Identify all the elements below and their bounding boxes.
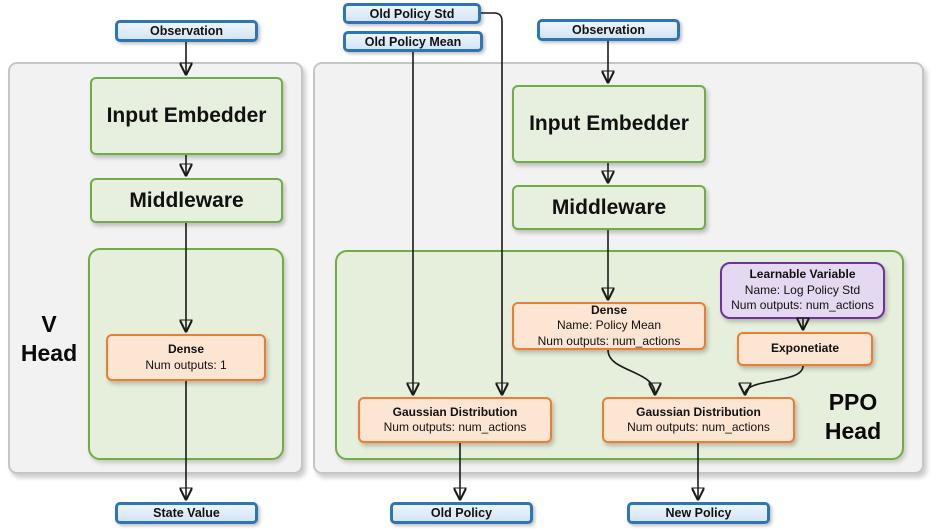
ppo-dense-title: Dense <box>590 302 628 317</box>
ppo-input-embedder-label: Input Embedder <box>529 112 689 135</box>
ppo-observation-label: Observation <box>572 23 645 37</box>
gaussian-new-outputs: Num outputs: num_actions <box>627 420 770 434</box>
v-middleware-node: Middleware <box>90 178 283 223</box>
v-input-embedder-node: Input Embedder <box>90 77 283 155</box>
ppo-middleware-node: Middleware <box>512 185 706 230</box>
old-policy-mean-node: Old Policy Mean <box>343 31 483 52</box>
v-head-label-line1: V <box>41 311 57 337</box>
v-observation-label: Observation <box>150 24 223 38</box>
ppo-dense-name: Name: Policy Mean <box>556 318 662 333</box>
state-value-label: State Value <box>153 506 220 520</box>
old-policy-std-node: Old Policy Std <box>343 3 481 24</box>
ppo-head-label: PPO Head <box>810 388 896 446</box>
gaussian-new-title: Gaussian Distribution <box>636 404 761 419</box>
state-value-node: State Value <box>115 502 258 524</box>
gaussian-distribution-old-node: Gaussian Distribution Num outputs: num_a… <box>358 397 552 443</box>
v-head-label: V Head <box>6 310 92 368</box>
new-policy-output-label: New Policy <box>665 506 732 520</box>
ppo-head-label-line2: Head <box>824 417 882 444</box>
v-head-label-line2: Head <box>20 339 78 366</box>
v-input-embedder-label: Input Embedder <box>106 104 267 127</box>
v-middleware-label: Middleware <box>129 188 244 212</box>
ppo-dense-outputs: Num outputs: num_actions <box>537 333 681 348</box>
v-observation-node: Observation <box>115 20 258 42</box>
old-policy-std-label: Old Policy Std <box>369 6 455 21</box>
learnable-variable-outputs: Num outputs: num_actions <box>731 298 874 313</box>
exponetiate-node: Exponetiate <box>737 332 873 366</box>
old-policy-output-label: Old Policy <box>430 506 493 520</box>
v-dense-node: Dense Num outputs: 1 <box>106 334 266 381</box>
ppo-input-embedder-node: Input Embedder <box>512 85 706 163</box>
ppo-dense-node: Dense Name: Policy Mean Num outputs: num… <box>512 302 706 350</box>
gaussian-distribution-new-node: Gaussian Distribution Num outputs: num_a… <box>602 397 795 443</box>
learnable-variable-name: Name: Log Policy Std <box>744 282 861 297</box>
ppo-middleware-label: Middleware <box>551 195 667 219</box>
v-dense-outputs: Num outputs: 1 <box>145 357 227 372</box>
learnable-variable-node: Learnable Variable Name: Log Policy Std … <box>720 262 885 319</box>
ppo-observation-node: Observation <box>537 19 680 41</box>
gaussian-old-title: Gaussian Distribution <box>392 404 518 419</box>
new-policy-output-node: New Policy <box>627 502 770 524</box>
learnable-variable-title: Learnable Variable <box>749 267 856 282</box>
ppo-head-label-line1: PPO <box>828 389 878 415</box>
v-dense-title: Dense <box>167 342 205 357</box>
old-policy-mean-label: Old Policy Mean <box>364 34 462 49</box>
old-policy-output-node: Old Policy <box>390 502 533 524</box>
gaussian-old-outputs: Num outputs: num_actions <box>383 420 527 434</box>
exponetiate-label: Exponetiate <box>770 341 839 356</box>
